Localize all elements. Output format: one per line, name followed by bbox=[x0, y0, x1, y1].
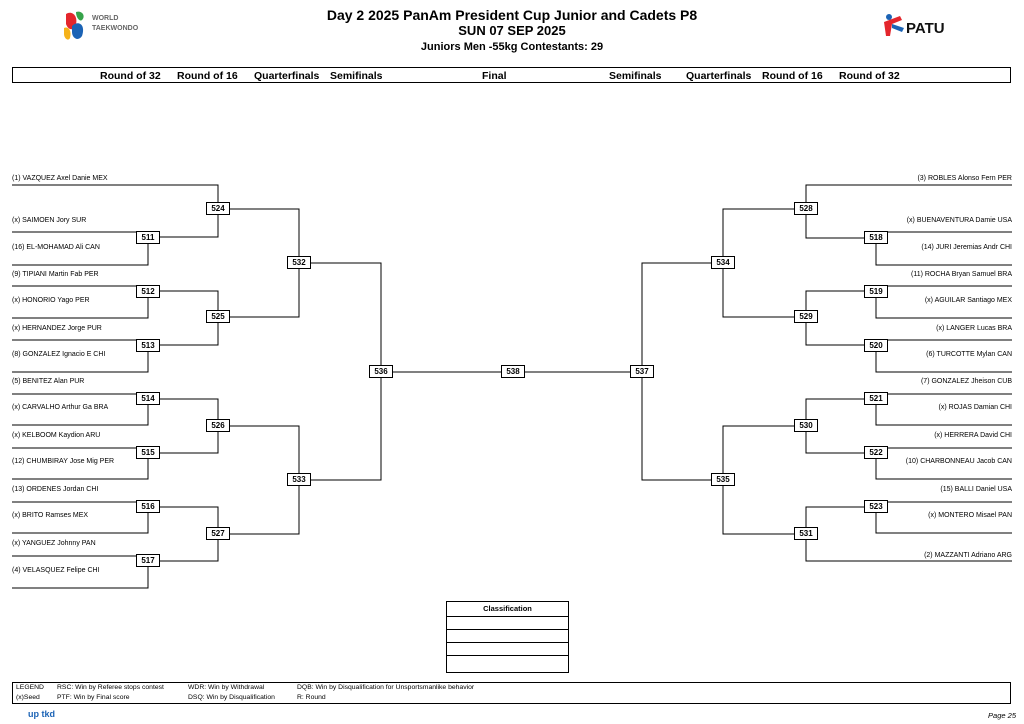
patu-logo-text: PATU bbox=[906, 20, 945, 37]
match-box-533[interactable]: 533 bbox=[287, 473, 311, 486]
world-taekwondo-logo: WORLD TAEKWONDO bbox=[62, 8, 152, 44]
right-player-6: (x) LANGER Lucas BRA bbox=[936, 325, 1012, 332]
round-header-final: Final bbox=[482, 70, 507, 82]
classification-row bbox=[447, 656, 568, 669]
match-box-524[interactable]: 524 bbox=[206, 202, 230, 215]
rounds-header-bar: Round of 32 Round of 16 Quarterfinals Se… bbox=[12, 67, 1011, 83]
left-player-15: (4) VELASQUEZ Felipe CHI bbox=[12, 567, 100, 574]
match-box-526[interactable]: 526 bbox=[206, 419, 230, 432]
match-box-511[interactable]: 511 bbox=[136, 231, 160, 244]
match-box-516[interactable]: 516 bbox=[136, 500, 160, 513]
round-header-qf-right: Quarterfinals bbox=[686, 70, 752, 82]
left-player-5: (x) HONORIO Yago PER bbox=[12, 297, 90, 304]
page-title: Day 2 2025 PanAm President Cup Junior an… bbox=[326, 7, 698, 23]
left-player-2: (x) SAIMOEN Jory SUR bbox=[12, 217, 87, 224]
match-box-523[interactable]: 523 bbox=[864, 500, 888, 513]
left-player-6: (x) HERNANDEZ Jorge PUR bbox=[12, 325, 102, 332]
right-player-3: (14) JURI Jeremias Andr CHI bbox=[921, 244, 1012, 251]
match-box-536[interactable]: 536 bbox=[369, 365, 393, 378]
left-player-9: (x) CARVALHO Arthur Ga BRA bbox=[12, 404, 109, 411]
classification-row bbox=[447, 643, 568, 656]
match-box-531[interactable]: 531 bbox=[794, 527, 818, 540]
legend-r: R: Round bbox=[297, 694, 326, 701]
wt-logo-text-1: WORLD bbox=[92, 15, 119, 22]
right-player-4: (11) ROCHA Bryan Samuel BRA bbox=[910, 271, 1012, 278]
legend-seed: (x)Seed bbox=[16, 694, 40, 701]
right-player-9: (x) ROJAS Damian CHI bbox=[938, 404, 1012, 411]
right-player-12: (15) BALLI Daniel USA bbox=[940, 486, 1012, 493]
left-player-11: (12) CHUMBIRAY Jose Mig PER bbox=[12, 458, 115, 465]
legend-dsq: DSQ: Win by Disqualification bbox=[188, 694, 275, 701]
round-header-sf-right: Semifinals bbox=[609, 70, 662, 82]
legend-label: LEGEND bbox=[16, 684, 44, 691]
round-header-sf-left: Semifinals bbox=[330, 70, 383, 82]
match-box-528[interactable]: 528 bbox=[794, 202, 818, 215]
right-player-2: (x) BUENAVENTURA Damie USA bbox=[906, 217, 1012, 224]
page-number: Page 25 bbox=[988, 711, 1016, 720]
match-box-534[interactable]: 534 bbox=[711, 256, 735, 269]
event-date: SUN 07 SEP 2025 bbox=[458, 23, 566, 38]
match-box-521[interactable]: 521 bbox=[864, 392, 888, 405]
patu-logo: PATU bbox=[880, 12, 970, 42]
category-info: Juniors Men -55kg Contestants: 29 bbox=[420, 41, 604, 53]
left-player-8: (5) BENITEZ Alan PUR bbox=[12, 378, 85, 385]
match-box-538[interactable]: 538 bbox=[501, 365, 525, 378]
match-box-512[interactable]: 512 bbox=[136, 285, 160, 298]
match-box-527[interactable]: 527 bbox=[206, 527, 230, 540]
round-header-r32-right: Round of 32 bbox=[839, 70, 900, 82]
legend-dqb: DQB: Win by Disqualification for Unsport… bbox=[297, 684, 475, 691]
round-header-r32-left: Round of 32 bbox=[100, 70, 161, 82]
right-player-11: (10) CHARBONNEAU Jacob CAN bbox=[905, 458, 1012, 465]
right-player-1: (3) ROBLES Alonso Fern PER bbox=[917, 175, 1012, 182]
right-player-14: (2) MAZZANTI Adriano ARG bbox=[924, 552, 1012, 559]
left-player-7: (8) GONZALEZ Ignacio E CHI bbox=[12, 351, 106, 358]
classification-table: Classification bbox=[446, 601, 569, 673]
match-box-518[interactable]: 518 bbox=[864, 231, 888, 244]
left-player-14: (x) YANGUEZ Johnny PAN bbox=[12, 540, 96, 547]
match-box-537[interactable]: 537 bbox=[630, 365, 654, 378]
left-player-10: (x) KELBOOM Kaydion ARU bbox=[12, 432, 101, 439]
left-player-13: (x) BRITO Ramses MEX bbox=[12, 512, 89, 519]
match-box-515[interactable]: 515 bbox=[136, 446, 160, 459]
right-player-8: (7) GONZALEZ Jheison CUB bbox=[920, 378, 1012, 385]
match-box-519[interactable]: 519 bbox=[864, 285, 888, 298]
match-box-520[interactable]: 520 bbox=[864, 339, 888, 352]
legend-wdr: WDR: Win by Withdrawal bbox=[188, 684, 265, 691]
match-box-529[interactable]: 529 bbox=[794, 310, 818, 323]
classification-row bbox=[447, 630, 568, 643]
wt-logo-text-2: TAEKWONDO bbox=[92, 25, 139, 32]
round-header-qf-left: Quarterfinals bbox=[254, 70, 320, 82]
legend-box: LEGEND (x)Seed RSC: Win by Referee stops… bbox=[12, 682, 1011, 704]
match-box-530[interactable]: 530 bbox=[794, 419, 818, 432]
match-box-525[interactable]: 525 bbox=[206, 310, 230, 323]
left-player-12: (13) ORDENES Jordan CHI bbox=[12, 486, 99, 493]
legend-rsc: RSC: Win by Referee stops contest bbox=[57, 684, 164, 691]
round-header-r16-right: Round of 16 bbox=[762, 70, 823, 82]
left-player-1: (1) VAZQUEZ Axel Danie MEX bbox=[12, 175, 108, 182]
match-box-532[interactable]: 532 bbox=[287, 256, 311, 269]
uptkd-logo-text: up tkd bbox=[28, 709, 55, 719]
right-player-10: (x) HERRERA David CHI bbox=[934, 432, 1012, 439]
match-box-513[interactable]: 513 bbox=[136, 339, 160, 352]
classification-title: Classification bbox=[447, 602, 568, 617]
match-box-522[interactable]: 522 bbox=[864, 446, 888, 459]
right-player-5: (x) AGUILAR Santiago MEX bbox=[924, 297, 1012, 304]
left-player-4: (9) TIPIANI Martin Fab PER bbox=[12, 271, 99, 278]
left-player-3: (16) EL-MOHAMAD Ali CAN bbox=[12, 244, 100, 251]
match-box-517[interactable]: 517 bbox=[136, 554, 160, 567]
right-player-7: (6) TURCOTTE Mylan CAN bbox=[926, 351, 1012, 358]
classification-row bbox=[447, 617, 568, 630]
match-box-535[interactable]: 535 bbox=[711, 473, 735, 486]
right-player-13: (x) MONTERO Misael PAN bbox=[928, 512, 1012, 519]
uptkd-logo: up tkd bbox=[28, 709, 55, 719]
legend-ptf: PTF: Win by Final score bbox=[57, 694, 130, 701]
match-box-514[interactable]: 514 bbox=[136, 392, 160, 405]
round-header-r16-left: Round of 16 bbox=[177, 70, 238, 82]
